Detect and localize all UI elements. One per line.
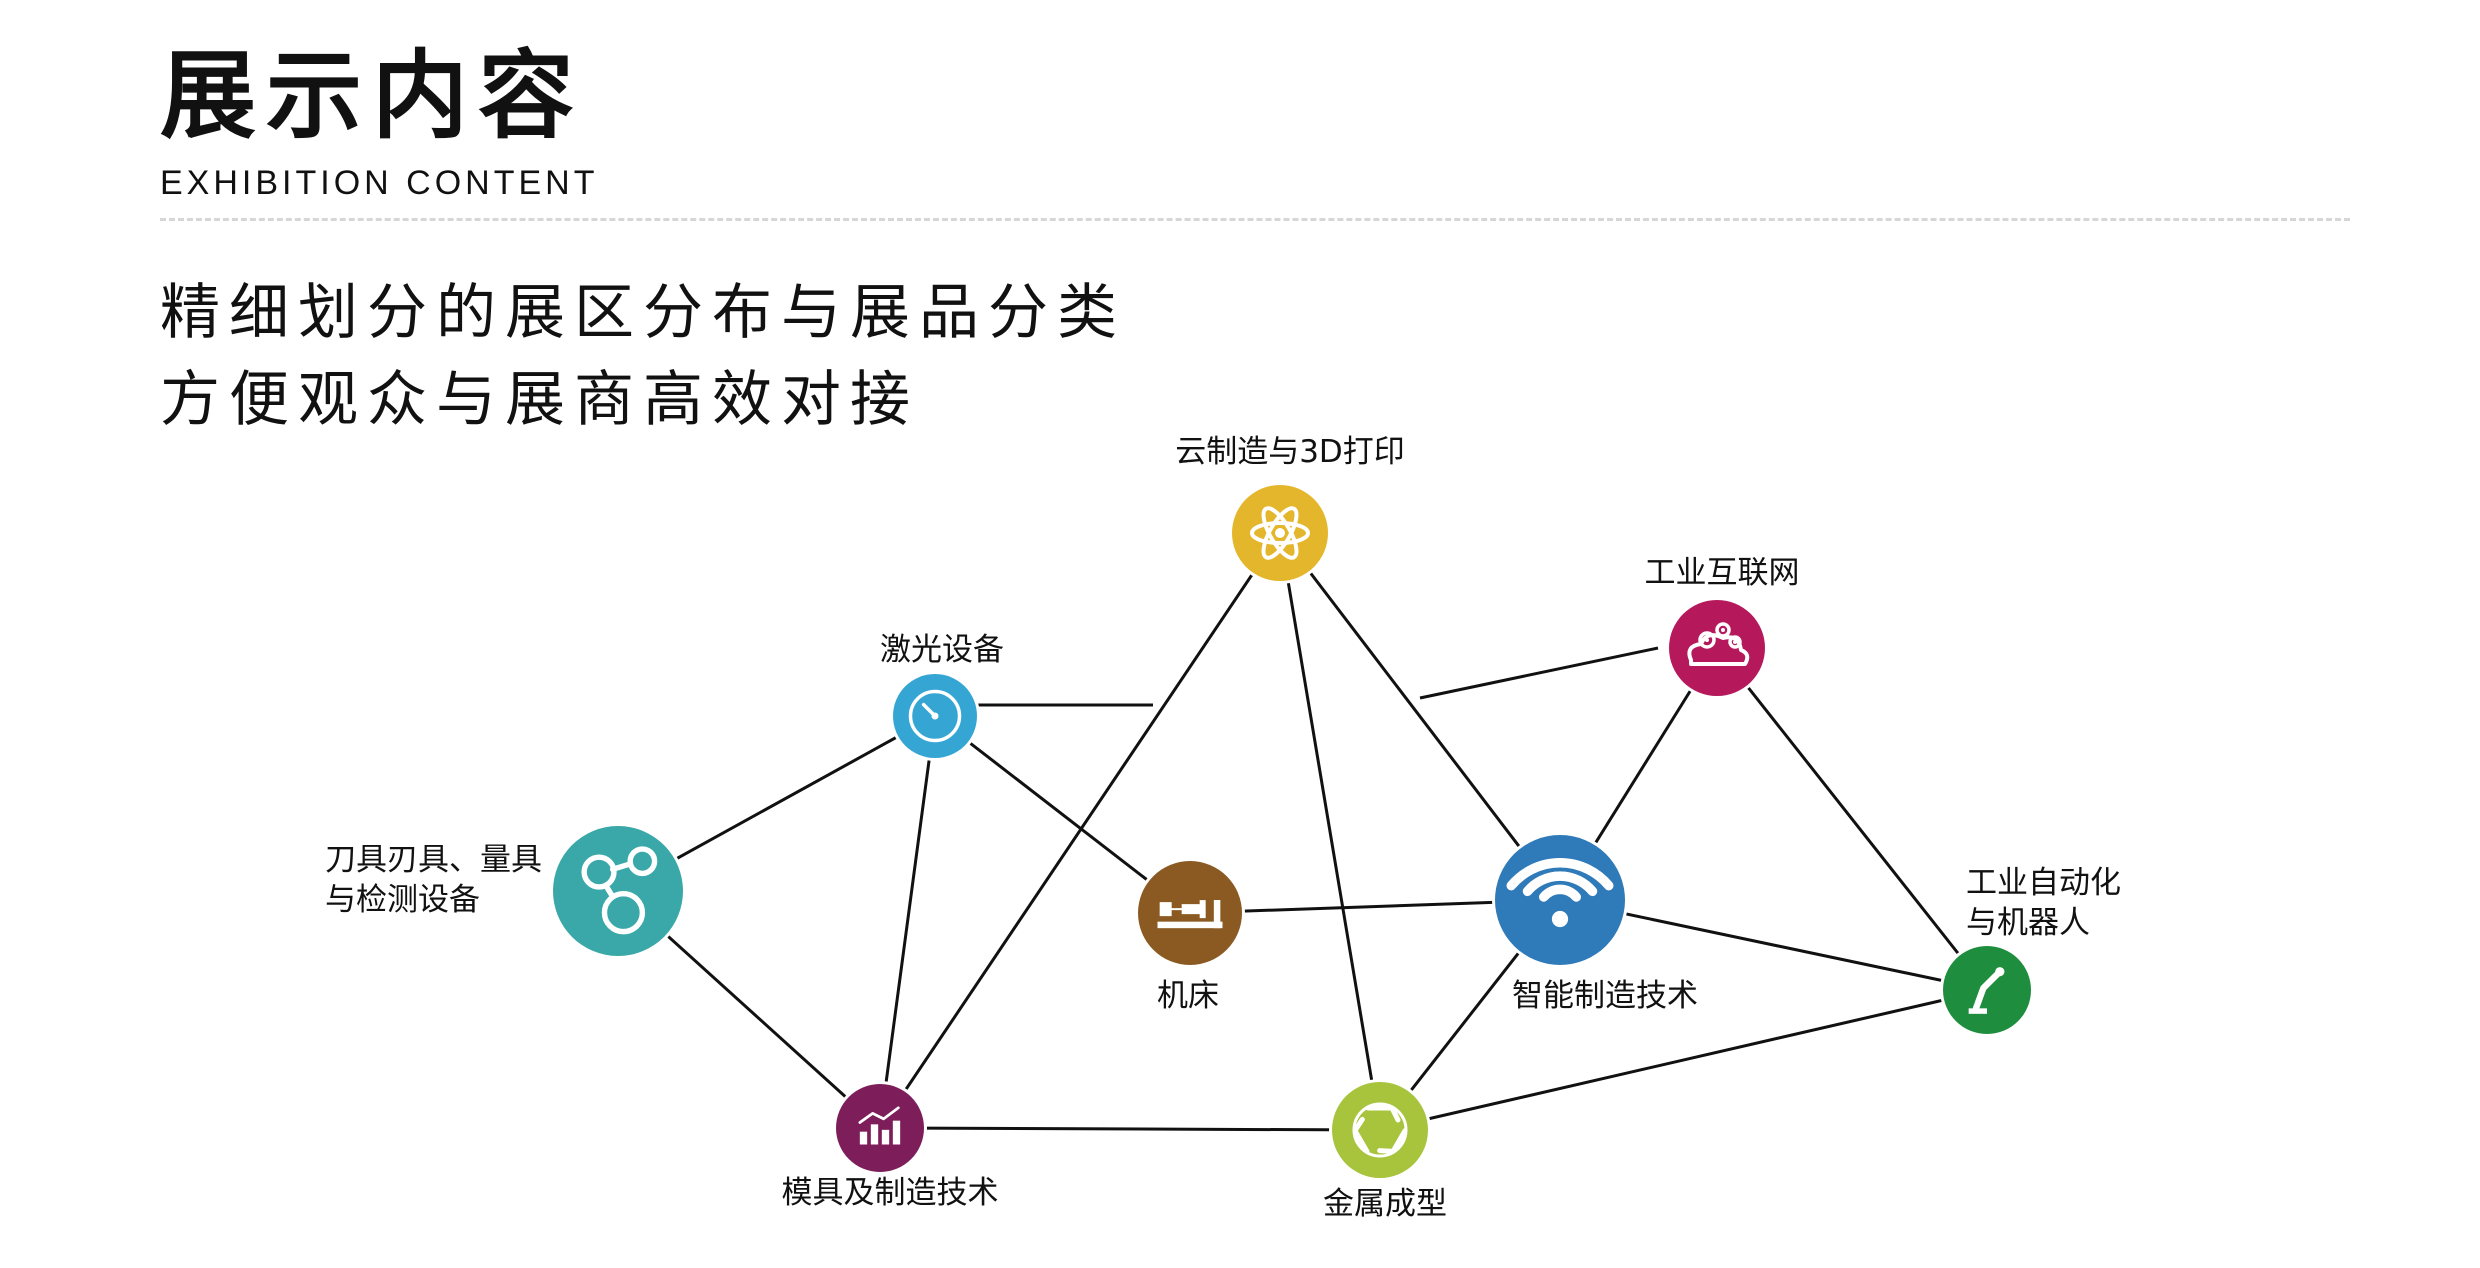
tagline-line-2: 方便观众与展商高效对接 xyxy=(160,365,919,435)
node-circle xyxy=(836,1084,924,1172)
node-machine: 机床 xyxy=(1135,858,1245,1014)
bar-chart-icon xyxy=(858,1106,901,1145)
edge-iiot-auto xyxy=(1715,647,1989,991)
edge-metal-auto xyxy=(1379,988,1988,1132)
page-title: 展示内容 xyxy=(160,40,584,152)
node-circle xyxy=(1669,600,1765,696)
node-label: 激光设备 xyxy=(880,632,1004,668)
node-label: 工业互联网 xyxy=(1645,555,1800,591)
node-label: 刀具刃具、量具 xyxy=(325,842,542,878)
dashed-divider xyxy=(160,218,2350,221)
node-label: 云制造与3D打印 xyxy=(1175,434,1405,470)
node-mold: 模具及制造技术 xyxy=(782,1081,999,1211)
node-smart: 智能制造技术 xyxy=(1492,832,1698,1014)
edge-cloud-smart xyxy=(1278,532,1562,901)
edge-smart-auto xyxy=(1559,898,1988,992)
stub-lines xyxy=(968,646,1659,707)
lathe-icon xyxy=(1157,900,1223,929)
stub-line xyxy=(1419,646,1659,700)
edge-cloud-mold xyxy=(878,532,1282,1129)
cloud-gears-icon xyxy=(1687,622,1750,666)
wifi-icon xyxy=(1506,858,1614,928)
node-label: 智能制造技术 xyxy=(1512,978,1698,1014)
edge-laser-mold xyxy=(878,715,937,1129)
page-subtitle-english: EXHIBITION CONTENT xyxy=(160,164,599,202)
node-label: 与机器人 xyxy=(1966,905,2090,941)
atom-icon xyxy=(1250,506,1310,560)
node-cloud: 云制造与3D打印 xyxy=(1175,434,1405,584)
node-circle xyxy=(1943,946,2031,1034)
node-label: 金属成型 xyxy=(1323,1186,1447,1222)
edge-cloud-metal xyxy=(1278,532,1382,1131)
recycle-icon xyxy=(1352,1102,1408,1158)
edge-layer xyxy=(616,532,1989,1132)
node-laser: 激光设备 xyxy=(880,632,1004,761)
molecule-icon xyxy=(581,846,658,935)
node-label: 模具及制造技术 xyxy=(782,1175,999,1211)
node-circle xyxy=(1332,1082,1428,1178)
node-iiot: 工业互联网 xyxy=(1645,555,1800,699)
tagline-line-1: 精细划分的展区分布与展品分类 xyxy=(160,278,1126,348)
robot-arm-icon xyxy=(1968,967,2005,1014)
node-label: 机床 xyxy=(1157,978,1219,1014)
node-circle xyxy=(1495,835,1625,965)
node-metal: 金属成型 xyxy=(1323,1079,1447,1222)
edge-mold-metal xyxy=(879,1126,1381,1132)
gauge-icon xyxy=(908,689,962,743)
node-label: 与检测设备 xyxy=(325,882,480,918)
node-circle xyxy=(553,826,683,956)
node-label: 工业自动化 xyxy=(1966,865,2121,901)
